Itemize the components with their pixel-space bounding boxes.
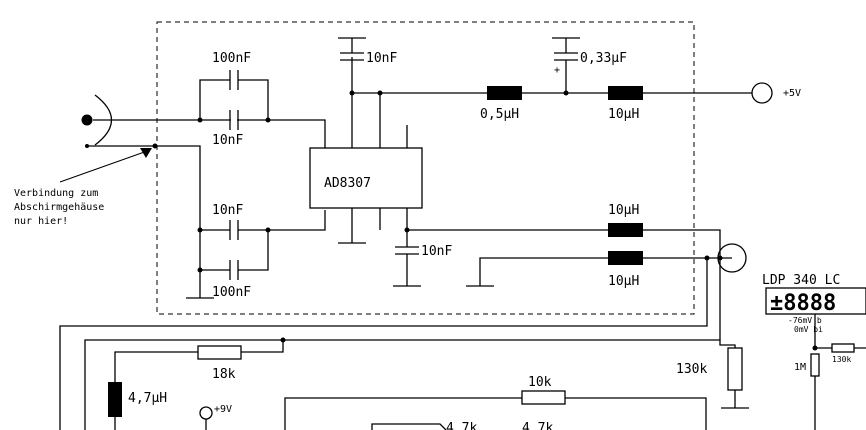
supply-9v-label: +9V — [214, 404, 232, 415]
ic-ad8307 — [309, 147, 423, 209]
cap-10nF-out — [393, 230, 421, 287]
cap-0-33uF-polarity: + — [554, 65, 560, 76]
supply-5v-label: +5V — [783, 88, 801, 99]
cap-100nF-bottom — [229, 260, 239, 280]
inductor-10uH-out-2 — [608, 251, 643, 265]
lcd-resistor-130k — [831, 343, 855, 353]
lcd-note-1: -76mV b — [788, 316, 822, 325]
resistor-18k — [197, 345, 242, 360]
supply-5v-terminal — [751, 82, 773, 104]
cap-10nF-supply-label: 10nF — [366, 51, 397, 66]
lcd-display — [765, 287, 866, 315]
lcd-resistor-1M-label: 1M — [794, 362, 806, 373]
input-connector — [81, 94, 112, 148]
cap-10nF-supply — [338, 37, 366, 61]
shield-note-line-3: nur hier! — [14, 216, 68, 227]
resistor-10k — [521, 390, 566, 405]
shield-note-line-1: Verbindung zum — [14, 188, 98, 199]
resistor-4-7k-b-label: 4,7k — [522, 421, 553, 430]
inductor-0-5uH-label: 0,5µH — [480, 107, 519, 122]
resistor-4-7k-a-label: 4,7k — [446, 421, 477, 430]
inductor-0-5uH — [487, 86, 522, 100]
cap-10nF-top — [229, 110, 239, 130]
ground-junction — [152, 143, 158, 149]
cap-100nF-top — [199, 70, 269, 120]
cap-10nF-bottom-label: 10nF — [212, 203, 243, 218]
cap-0-33uF-label: 0,33µF — [580, 51, 627, 66]
lcd-resistor-1M — [810, 353, 820, 377]
resistor-10k-label: 10k — [528, 375, 552, 390]
inductor-10uH-supply — [608, 86, 643, 100]
cap-10nF-top-label: 10nF — [212, 133, 243, 148]
output-terminal — [717, 243, 747, 273]
lcd-resistor-130k-label: 130k — [832, 355, 851, 364]
inductor-10uH-out-2-label: 10µH — [608, 274, 639, 289]
supply-9v-terminal — [199, 406, 213, 420]
inductor-4-7uH-label: 4,7µH — [128, 391, 167, 406]
input-wire-top — [93, 119, 326, 148]
ground-arrow — [59, 149, 151, 183]
shield-note-line-2: Abschirmgehäuse — [14, 202, 104, 213]
input-wire-bottom — [87, 145, 201, 298]
resistor-18k-label: 18k — [212, 367, 236, 382]
cap-100nF-top-label: 100nF — [212, 51, 251, 66]
lcd-digits: ±8888 — [770, 291, 836, 316]
ic-ad8307-label: AD8307 — [324, 176, 371, 191]
inductor-10uH-out-1-label: 10µH — [608, 203, 639, 218]
shield-enclosure — [156, 21, 695, 315]
resistor-130k-label: 130k — [676, 362, 707, 377]
lcd-note-2: 0mV bi — [794, 325, 823, 334]
lcd-title: LDP 340 LC — [762, 273, 840, 288]
cap-100nF-bottom-label: 100nF — [212, 285, 251, 300]
inductor-4-7uH — [108, 382, 122, 417]
inductor-10uH-out-1 — [608, 223, 643, 237]
inductor-10uH-supply-label: 10µH — [608, 107, 639, 122]
resistor-130k — [727, 347, 743, 391]
cap-10nF-out-label: 10nF — [421, 244, 452, 259]
cap-0-33uF — [552, 37, 580, 93]
cap-10nF-bottom — [229, 220, 239, 240]
